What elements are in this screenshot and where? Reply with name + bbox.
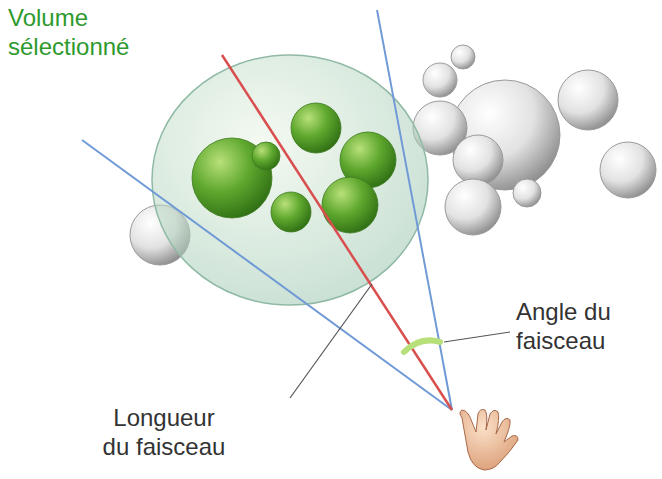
beam-lines bbox=[82, 10, 452, 410]
volume-label: Volume sélectionné bbox=[8, 4, 180, 62]
angle-label: Angle du faisceau bbox=[516, 298, 656, 356]
leader-lines bbox=[290, 284, 510, 398]
selection-volume bbox=[152, 55, 428, 305]
length-label: Longueur du faisceau bbox=[100, 404, 228, 462]
hand-icon bbox=[460, 410, 518, 471]
